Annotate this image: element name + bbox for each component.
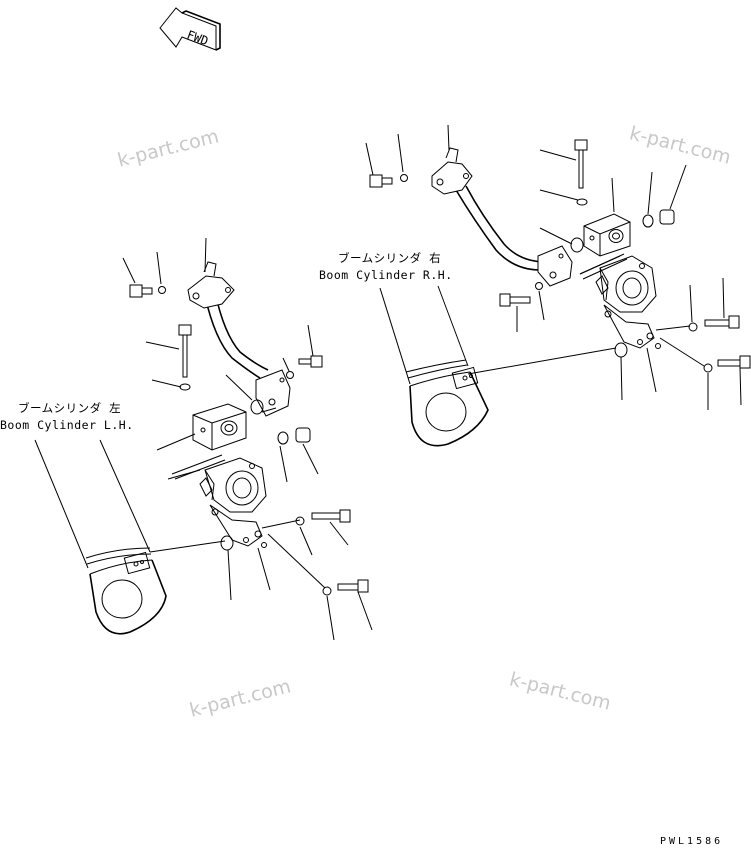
left-cylinder-label-jp: ブームシリンダ 左 <box>18 401 122 415</box>
right-cylinder <box>379 285 489 447</box>
right-cylinder-label-en: Boom Cylinder R.H. <box>319 268 453 282</box>
left-cylinder-label-en: Boom Cylinder L.H. <box>0 418 134 432</box>
left-cylinder <box>34 439 167 635</box>
drawing-code: PWL1586 <box>660 836 724 847</box>
left-valve-assembly <box>129 261 369 596</box>
fwd-arrow-icon: FWD <box>159 7 221 51</box>
fwd-text: FWD <box>185 28 210 49</box>
right-cylinder-label-jp: ブームシリンダ 右 <box>338 251 442 265</box>
left-leader-lines <box>122 237 373 641</box>
right-leader-lines <box>365 124 742 410</box>
right-valve-assembly <box>369 139 751 373</box>
